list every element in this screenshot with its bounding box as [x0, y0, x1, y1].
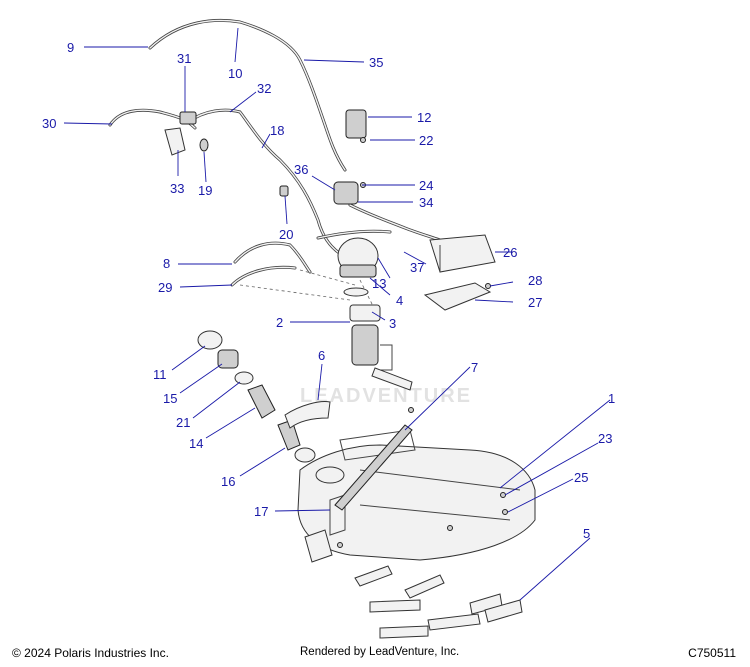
leader-lines — [63, 27, 611, 601]
callout-13: 13 — [372, 276, 386, 291]
bracket-33 — [164, 127, 186, 156]
callout-1: 1 — [608, 391, 615, 406]
valve-34 — [333, 181, 359, 205]
tank-bracket — [304, 529, 333, 563]
callout-11: 11 — [153, 367, 167, 382]
clamp-16 — [294, 447, 316, 463]
canister-bracket — [423, 282, 492, 311]
filler-neck-15 — [217, 349, 239, 369]
copyright-text: © 2024 Polaris Industries Inc. — [12, 646, 169, 660]
fuel-lines — [108, 18, 442, 311]
callout-22: 22 — [419, 133, 433, 148]
callout-14: 14 — [189, 436, 203, 451]
callout-16: 16 — [221, 474, 235, 489]
callout-15: 15 — [163, 391, 177, 406]
evap-canister — [429, 234, 496, 273]
filler-cap-11 — [197, 330, 223, 350]
callout-4: 4 — [396, 293, 403, 308]
rendered-by-text: Rendered by LeadVenture, Inc. — [300, 646, 460, 658]
callout-35: 35 — [369, 55, 383, 70]
callout-17: 17 — [254, 504, 268, 519]
fasteners — [337, 137, 508, 548]
hose-14 — [247, 384, 276, 419]
callout-29: 29 — [158, 280, 172, 295]
callout-3: 3 — [389, 316, 396, 331]
tank-strap — [334, 424, 413, 511]
callout-7: 7 — [471, 360, 478, 375]
callout-labels: 9 10 35 31 30 32 18 33 19 20 12 22 36 24… — [42, 40, 615, 541]
callout-2: 2 — [276, 315, 283, 330]
callout-20: 20 — [279, 227, 293, 242]
callout-10: 10 — [228, 66, 242, 81]
callout-8: 8 — [163, 256, 170, 271]
callout-25: 25 — [574, 470, 588, 485]
valve-12 — [345, 109, 367, 139]
callout-23: 23 — [598, 431, 612, 446]
callout-5: 5 — [583, 526, 590, 541]
callout-28: 28 — [528, 273, 542, 288]
fuel-sender-cap — [337, 237, 379, 297]
clip-19 — [199, 138, 209, 152]
callout-21: 21 — [176, 415, 190, 430]
heat-shield — [284, 401, 331, 429]
callout-33: 33 — [170, 181, 184, 196]
diagram-code: C750511 — [688, 646, 736, 660]
callout-19: 19 — [198, 183, 212, 198]
fuel-pump-assembly — [349, 304, 413, 391]
clip-20 — [279, 185, 289, 197]
callout-31: 31 — [177, 51, 191, 66]
callout-6: 6 — [318, 348, 325, 363]
callout-24: 24 — [419, 178, 433, 193]
callout-27: 27 — [528, 295, 542, 310]
clamp-21 — [234, 371, 254, 385]
callout-18: 18 — [270, 123, 284, 138]
callout-34: 34 — [419, 195, 433, 210]
callout-30: 30 — [42, 116, 56, 131]
callout-12: 12 — [417, 110, 431, 125]
callout-36: 36 — [294, 162, 308, 177]
watermark-text: LEADVENTURE — [300, 385, 472, 407]
callout-26: 26 — [503, 245, 517, 260]
callout-37: 37 — [410, 260, 424, 275]
callout-9: 9 — [67, 40, 74, 55]
clamp-31 — [179, 111, 197, 125]
callout-32: 32 — [257, 81, 271, 96]
tank-pads — [354, 565, 523, 639]
fuel-tank — [297, 429, 536, 561]
